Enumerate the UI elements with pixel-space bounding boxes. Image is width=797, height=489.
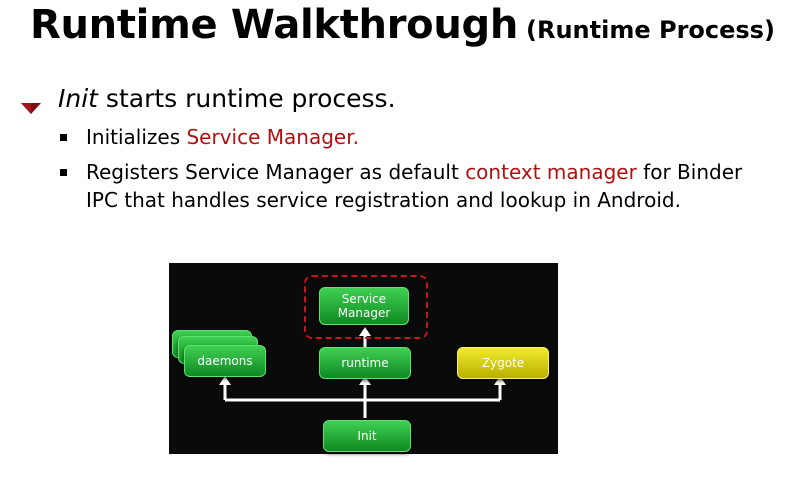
zygote-node: Zygote	[457, 347, 549, 379]
runtime-label: runtime	[341, 356, 389, 370]
daemons-node: daemons	[184, 345, 266, 377]
service-manager-node: Service Manager	[319, 287, 409, 325]
init-node: Init	[323, 420, 411, 452]
service-manager-highlight-box	[304, 275, 428, 339]
sub-bullet-2-prefix: Registers Service Manager as default	[86, 160, 466, 184]
sub-bullet-1-highlight: Service Manager.	[186, 125, 359, 149]
sub-bullet-2-suffix: for Binder IPC that handles service regi…	[86, 160, 743, 212]
sub-bullet-2: Registers Service Manager as default con…	[60, 158, 780, 214]
main-bullet-rest: starts runtime process.	[105, 84, 396, 113]
square-bullet-icon	[60, 134, 67, 141]
sub-bullet-1: Initializes Service Manager.	[60, 123, 780, 151]
sub-bullet-2-text: Registers Service Manager as default con…	[86, 158, 780, 214]
diagram-arrows	[219, 327, 506, 418]
title-subtitle: (Runtime Process)	[526, 16, 775, 44]
zygote-label: Zygote	[481, 356, 525, 370]
runtime-diagram: Service Manager daemons runtime Zygote I…	[169, 263, 558, 454]
init-label: Init	[357, 429, 377, 443]
main-bullet-text: Init starts runtime process.	[58, 84, 396, 113]
slide-title: Runtime Walkthrough(Runtime Process)	[30, 2, 775, 48]
runtime-node: runtime	[319, 347, 411, 379]
arrow-bullet-icon	[20, 92, 42, 121]
sub-bullet-1-text: Initializes Service Manager.	[86, 123, 780, 151]
service-manager-label: Service Manager	[337, 292, 391, 320]
daemons-label: daemons	[197, 354, 253, 368]
sub-bullet-1-prefix: Initializes	[86, 125, 187, 149]
square-bullet-icon	[60, 169, 67, 176]
title-main: Runtime Walkthrough	[30, 2, 519, 48]
init-word: Init	[58, 84, 98, 113]
sub-bullet-2-highlight: context manager	[465, 160, 637, 184]
